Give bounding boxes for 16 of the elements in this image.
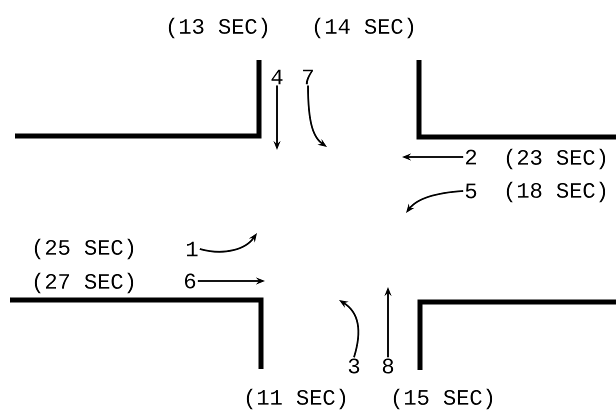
movement-number: 6 <box>185 274 196 288</box>
time-label: (15 SEC) <box>394 388 492 410</box>
time-label: (11 SEC) <box>246 388 346 410</box>
movement-number: 2 <box>466 150 476 164</box>
movement-number: 7 <box>303 70 313 84</box>
time-label: (18 SEC) <box>506 182 606 202</box>
time-label: (13 SEC) <box>168 18 268 38</box>
movement-number: 5 <box>466 184 476 198</box>
time-label: (23 SEC) <box>506 148 606 170</box>
movement-number: 8 <box>382 358 394 374</box>
movement-number: 1 <box>187 242 198 256</box>
time-label: (27 SEC) <box>34 272 134 294</box>
time-label: (14 SEC) <box>314 18 414 38</box>
movement-number: 3 <box>348 358 360 374</box>
movement-number: 4 <box>272 70 282 84</box>
time-label: (25 SEC) <box>34 238 134 260</box>
